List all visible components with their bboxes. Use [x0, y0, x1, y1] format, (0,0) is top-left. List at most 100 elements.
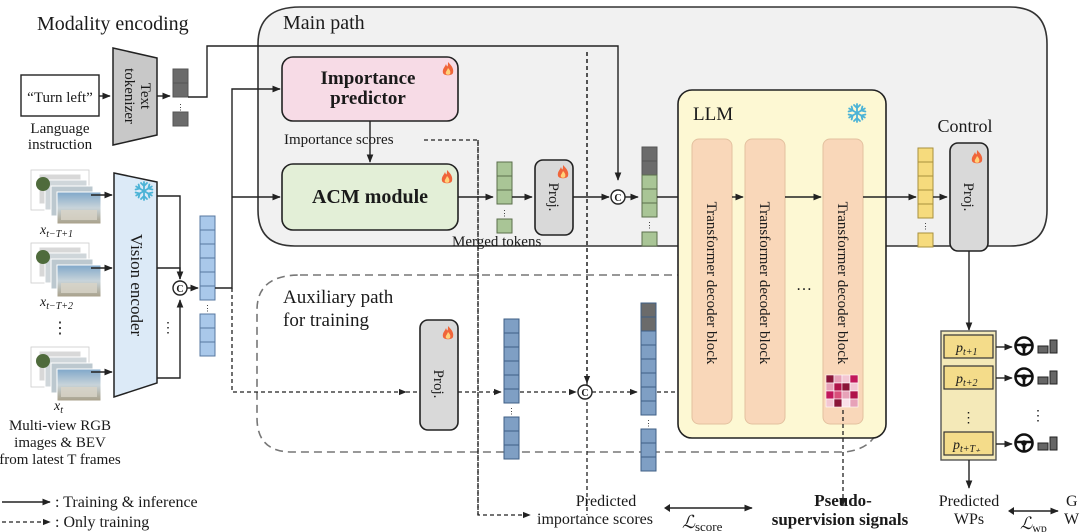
svg-text:⋮: ⋮ [501, 209, 509, 218]
legend-dashed-label: : Only training [55, 514, 149, 531]
predicted-scores-label-2: importance scores [537, 511, 653, 528]
auxiliary-path-label-1: Auxiliary path [283, 287, 394, 308]
attention-map [825, 374, 859, 408]
transformer-block-n: Transformer decoder block [834, 202, 850, 365]
frame-label-1: xt−T+1 [39, 223, 73, 240]
svg-text:⋮: ⋮ [177, 103, 185, 112]
legend: : Training & inference : Only training [2, 494, 198, 531]
token [503, 430, 520, 446]
token [640, 428, 657, 444]
concat-vision: C [172, 280, 188, 296]
text-tokenizer-label-2: tokenizer [121, 68, 137, 124]
svg-text:⋮: ⋮ [1031, 409, 1045, 424]
image-frame-2: xt−T+2 [30, 242, 102, 312]
token [640, 358, 657, 374]
main-path-label: Main path [283, 12, 365, 34]
importance-scores-label: Importance scores [284, 132, 394, 148]
attention-cell [825, 382, 835, 392]
vision-tokens: ⋮ [199, 215, 216, 357]
attention-cell [825, 390, 835, 400]
token [640, 302, 657, 318]
concat-aux: C [577, 384, 593, 400]
waypoint-n: pt+T₊ [952, 438, 981, 455]
importance-predictor-label-2: predictor [330, 88, 406, 109]
proj-aux: Proj. [419, 319, 459, 431]
token [199, 229, 216, 245]
token [199, 215, 216, 231]
language-instruction: “Turn left” Language instruction [20, 74, 100, 153]
svg-text:⋮: ⋮ [508, 407, 516, 416]
auxiliary-path-label-2: for training [283, 310, 370, 331]
waypoints-panel: ⋮ pt+1 pt+2 pt+T₊ [940, 330, 997, 461]
attention-cell [825, 398, 835, 408]
llm-block: LLM Transformer decoder block Transforme… [677, 89, 887, 439]
llm-label: LLM [693, 104, 733, 125]
frames-ellipsis: ⋮ [52, 320, 68, 337]
token [640, 316, 657, 332]
steering-wheel-icon [1014, 336, 1059, 356]
token [199, 257, 216, 273]
loss-wp: ℒwp [1020, 514, 1047, 532]
importance-predictor-label-1: Importance [321, 68, 416, 89]
token [640, 456, 657, 472]
attention-cell [825, 374, 835, 384]
merged-tokens: ⋮ [496, 161, 513, 234]
svg-text:C: C [581, 388, 588, 399]
legend-solid-label: : Training & inference [55, 494, 198, 511]
image-caption-3: from latest T frames [0, 452, 121, 468]
loss-score: ℒscore [682, 512, 723, 532]
pseudo-supervision-label-1: Pseudo- [814, 491, 872, 510]
importance-predictor: Importance predictor [281, 56, 459, 122]
token [199, 243, 216, 259]
attention-cell [841, 390, 851, 400]
token [503, 416, 520, 432]
transformer-block-2: Transformer decoder block [756, 202, 772, 365]
attention-cell [849, 390, 859, 400]
modality-encoding-title: Modality encoding [37, 13, 189, 35]
token [640, 330, 657, 346]
steering-wheel-icon [1014, 367, 1059, 387]
svg-text:⋮: ⋮ [645, 419, 653, 428]
attention-cell [849, 374, 859, 384]
token [640, 386, 657, 402]
acm-module: ACM module [281, 163, 459, 231]
token [199, 313, 216, 329]
token [640, 344, 657, 360]
text-tokenizer: Text tokenizer [112, 47, 158, 146]
token [199, 341, 216, 357]
vision-encoder-label: Vision encoder [127, 234, 146, 337]
auxiliary-path-container: Auxiliary path for training [256, 274, 881, 453]
pseudo-supervision-label-2: supervision signals [772, 510, 909, 529]
token [503, 318, 520, 334]
transformer-block-1: Transformer decoder block [703, 202, 719, 365]
attention-cell [841, 374, 851, 384]
predicted-scores-label-1: Predicted [576, 493, 636, 510]
token [199, 285, 216, 301]
instruction-text: “Turn left” [27, 90, 93, 106]
gt-wps-label-2: W [1064, 511, 1080, 528]
token [503, 346, 520, 362]
control-tokens: ⋮ [917, 147, 934, 248]
waypoint-2: pt+2 [955, 372, 978, 389]
svg-text:Proj.: Proj. [430, 370, 446, 399]
svg-text:⋮: ⋮ [204, 304, 212, 313]
svg-text:⋮: ⋮ [161, 321, 175, 336]
svg-text:Proj.: Proj. [960, 183, 976, 212]
waypoint-1: pt+1 [955, 341, 978, 358]
merged-tokens-label: Merged tokens [452, 234, 541, 250]
llm-input-tokens-aux: ⋮ [640, 302, 657, 472]
text-tokenizer-label-1: Text [137, 83, 153, 110]
token [503, 360, 520, 376]
attention-cell [841, 382, 851, 392]
image-caption-1: Multi-view RGB [9, 418, 111, 434]
attention-cell [841, 398, 851, 408]
token [199, 327, 216, 343]
concat-main: C [610, 189, 626, 205]
image-caption-2: images & BEV [14, 435, 106, 451]
aux-vision-tokens: ⋮ [503, 318, 520, 460]
gt-wps-label-1: G [1066, 493, 1078, 510]
svg-text:Proj.: Proj. [545, 183, 561, 212]
image-frame-3: xt [30, 346, 102, 416]
proj-main: Proj. [534, 159, 574, 236]
